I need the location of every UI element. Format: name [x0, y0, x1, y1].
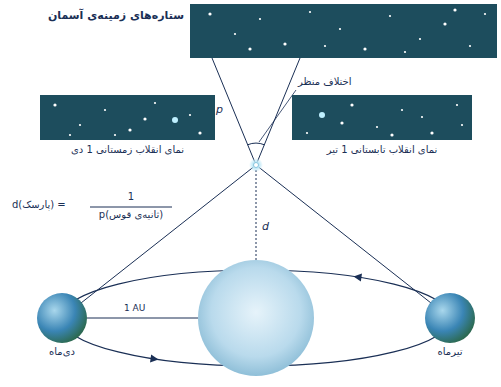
star-dot: [114, 134, 116, 136]
summer-view-band: نمای انقلاب تابستانی 1 تیر: [292, 95, 472, 140]
sky-band: ستاره‌های زمینه‌ی آسمان: [190, 4, 497, 58]
node-label: نمای انقلاب زمستانی 1 دی: [71, 144, 184, 156]
node-label: تیرماه: [438, 346, 463, 358]
star-dot: [443, 22, 446, 25]
node-label: ستاره‌های زمینه‌ی آسمان: [48, 9, 184, 22]
formula-denominator: p(ثانیه‌ی قوس): [99, 209, 163, 221]
star-dot: [363, 47, 366, 50]
star-field: [292, 95, 472, 140]
star-dot: [198, 131, 201, 134]
star-dot: [154, 102, 156, 104]
star-dot: [350, 103, 353, 106]
fraction-bar: [90, 207, 172, 208]
star-dot: [376, 126, 378, 128]
star-dot: [309, 11, 311, 13]
sun: [198, 260, 314, 376]
star-dot: [53, 103, 56, 106]
star-dot: [189, 114, 191, 116]
star-dot: [283, 42, 286, 45]
near-star: [249, 158, 263, 172]
star-dot: [143, 117, 146, 120]
star-dot: [430, 131, 433, 134]
star-dot: [208, 12, 211, 15]
star-dot: [306, 132, 308, 134]
star-dot: [421, 116, 423, 118]
star-dot: [389, 15, 391, 17]
au-label: 1 AU: [124, 303, 145, 314]
formula-left: d(پارسک) =: [12, 199, 66, 211]
star-dot: [456, 104, 458, 106]
star-dot: [404, 51, 406, 53]
star-dot: [324, 45, 326, 47]
formula-numerator: 1: [128, 191, 134, 203]
near-star-image: [319, 112, 325, 118]
orbit-arrow: [150, 355, 159, 364]
angle-symbol: p: [216, 103, 223, 116]
star-field: [190, 4, 497, 58]
parallax-label: اختلاف منظر: [298, 76, 352, 88]
orbit-arrow: [353, 272, 362, 281]
star-dot: [484, 13, 486, 15]
star-dot: [419, 38, 421, 40]
star-field: [40, 95, 215, 140]
distance-symbol: d: [262, 220, 269, 233]
star-dot: [339, 28, 341, 30]
node-label: نمای انقلاب تابستانی 1 تیر: [327, 144, 438, 156]
earth-winter: دی‌ماه: [37, 293, 87, 343]
star-dot: [69, 134, 71, 136]
star-dot: [259, 18, 261, 20]
near-star-image: [172, 117, 178, 123]
star-dot: [453, 8, 456, 11]
distance-line: [256, 170, 257, 262]
star-dot: [104, 109, 106, 111]
star-dot: [390, 133, 393, 136]
star-dot: [340, 121, 343, 124]
star-dot: [248, 47, 251, 50]
star-dot: [234, 33, 236, 35]
winter-view-band: نمای انقلاب زمستانی 1 دی: [40, 95, 215, 140]
near-star: [254, 163, 259, 168]
star-dot: [79, 124, 81, 126]
earth-summer: تیرماه: [425, 293, 475, 343]
star-dot: [461, 124, 463, 126]
node-label: دی‌ماه: [49, 346, 75, 358]
star-dot: [128, 128, 131, 131]
star-dot: [401, 109, 403, 111]
star-dot: [469, 45, 471, 47]
au-line: [87, 318, 198, 319]
parallax-arc: [248, 143, 265, 145]
leader-line: [259, 90, 296, 142]
